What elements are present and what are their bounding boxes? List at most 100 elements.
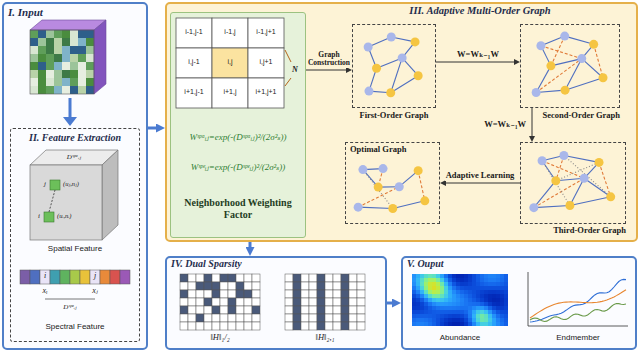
abundance-pixel <box>488 286 492 290</box>
abundance-pixel <box>492 306 496 310</box>
abundance-pixel <box>416 282 420 286</box>
sparse-cell <box>285 290 293 298</box>
sparse-cell <box>285 306 293 314</box>
image-pixel <box>78 62 86 70</box>
image-pixel <box>70 78 78 86</box>
image-pixel <box>54 38 62 46</box>
image-pixel <box>78 38 86 46</box>
image-pixel <box>54 70 62 78</box>
abundance-pixel <box>496 278 500 282</box>
graph-box: First-Order Graph <box>352 24 436 108</box>
abundance-pixel <box>420 290 424 294</box>
abundance-pixel <box>476 298 480 302</box>
abundance-pixel <box>480 278 484 282</box>
abundance-pixel <box>468 306 472 310</box>
image-pixel <box>30 86 38 94</box>
abundance-pixel <box>456 310 460 314</box>
abundance-pixel <box>480 290 484 294</box>
abundance-pixel <box>452 294 456 298</box>
connector-arrow <box>249 242 252 249</box>
abundance-pixel <box>424 302 428 306</box>
abundance-pixel <box>440 314 444 318</box>
illustration-group <box>20 150 130 299</box>
spectral-band <box>30 270 40 284</box>
abundance-pixel <box>476 290 480 294</box>
image-pixel <box>54 46 62 54</box>
graph-edge <box>594 44 603 77</box>
cube-side-face <box>94 20 106 94</box>
abundance-pixel <box>424 298 428 302</box>
graph-vertex <box>414 71 423 80</box>
norm-label: ‖H‖₁/₂ <box>190 333 250 343</box>
image-pixel <box>38 62 46 70</box>
sparse-cell <box>212 322 220 330</box>
text-holder: i+1,j+1 <box>249 88 283 96</box>
abundance-pixel <box>484 294 488 298</box>
abundance-pixel <box>488 290 492 294</box>
image-pixel <box>46 70 54 78</box>
abundance-pixel <box>444 274 448 278</box>
abundance-pixel <box>500 322 504 326</box>
abundance-pixel <box>460 298 464 302</box>
abundance-pixel <box>480 318 484 322</box>
graph-vertex <box>364 87 373 96</box>
sparse-cell <box>220 290 228 298</box>
graph-edge <box>536 59 582 93</box>
graph-vertex <box>420 196 429 205</box>
illustration <box>520 24 620 108</box>
text-holder: i,j-1 <box>177 58 211 66</box>
sparse-cell <box>196 298 204 306</box>
abundance-pixel <box>416 274 420 278</box>
abundance-pixel <box>484 314 488 318</box>
graph-box: Optimal Graph <box>345 142 440 224</box>
image-pixel <box>54 78 62 86</box>
abundance-pixel <box>428 314 432 318</box>
abundance-pixel <box>448 314 452 318</box>
abundance-pixel <box>500 318 504 322</box>
flow-arrow-shaft <box>69 98 72 118</box>
image-pixel <box>38 46 46 54</box>
panel-heading: V. Ouput <box>407 258 527 270</box>
abundance-pixel <box>504 278 508 282</box>
sparse-cell <box>252 290 260 298</box>
abundance-pixel <box>480 314 484 318</box>
abundance-pixel <box>456 290 460 294</box>
sparse-cell <box>228 298 236 306</box>
sparse-cell <box>244 298 252 306</box>
abundance-pixel <box>504 322 508 326</box>
graph-vertex <box>538 156 547 165</box>
connector-arrow <box>445 183 520 184</box>
abundance-pixel <box>468 274 472 278</box>
abundance-pixel <box>484 282 488 286</box>
text-holder: xⱼ <box>88 286 102 295</box>
graph-vertex <box>387 32 396 41</box>
abundance-pixel <box>496 290 500 294</box>
image-pixel <box>78 70 86 78</box>
image-pixel <box>54 86 62 94</box>
abundance-pixel <box>504 290 508 294</box>
abundance-pixel <box>428 286 432 290</box>
abundance-pixel <box>412 298 416 302</box>
abundance-pixel <box>460 278 464 282</box>
sparse-cell <box>317 314 325 322</box>
grid-cell-label: i-1,j-1 <box>177 28 211 36</box>
abundance-pixel <box>416 318 420 322</box>
abundance-pixel <box>432 274 436 278</box>
sparse-cell <box>341 274 349 282</box>
abundance-pixel <box>468 310 472 314</box>
sparse-cell <box>333 322 341 330</box>
abundance-pixel <box>440 282 444 286</box>
abundance-pixel <box>456 322 460 326</box>
abundance-pixel <box>500 290 504 294</box>
abundance-pixel <box>424 290 428 294</box>
sparse-cell <box>252 306 260 314</box>
sparse-cell <box>301 274 309 282</box>
abundance-pixel <box>484 274 488 278</box>
sparse-cell <box>244 290 252 298</box>
neighbor-pointer <box>285 78 291 86</box>
sparse-cell <box>212 290 220 298</box>
illustration <box>520 142 626 224</box>
abundance-pixel <box>500 286 504 290</box>
abundance-pixel <box>484 278 488 282</box>
pixel-block <box>44 212 54 222</box>
